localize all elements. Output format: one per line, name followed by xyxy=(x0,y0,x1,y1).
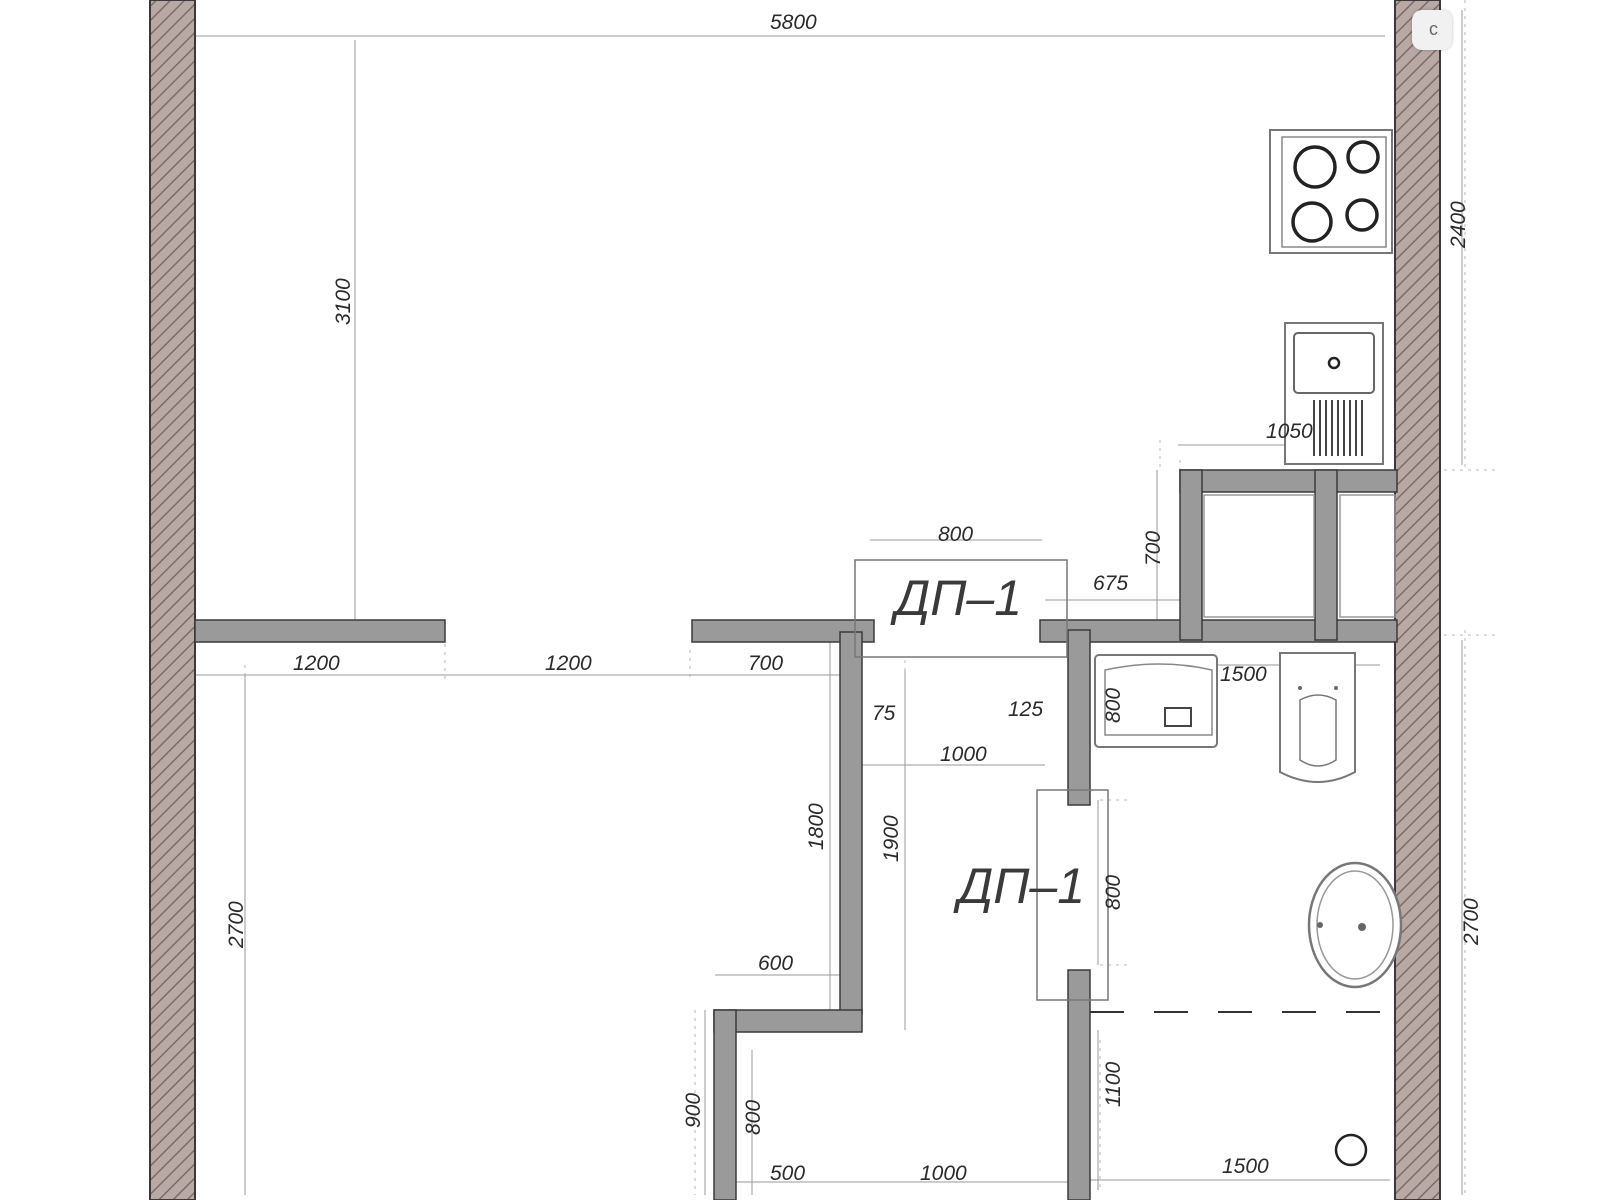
dim-label: 2400 xyxy=(1447,201,1470,249)
kitchen-sink-icon xyxy=(1284,322,1384,465)
dim-label: 1000 xyxy=(920,1162,967,1185)
dimension-labels: 5800 3100 2400 1050 700 800 675 1200 120… xyxy=(225,11,1483,1185)
dim-label: 1200 xyxy=(545,652,592,675)
drain-icon xyxy=(1334,1133,1368,1167)
stove-icon xyxy=(1269,129,1393,254)
badge-text: c xyxy=(1429,19,1438,39)
dim-label: 900 xyxy=(682,1093,705,1128)
opening-tag-hall: ДП–1 xyxy=(953,858,1085,914)
dim-label: 1500 xyxy=(1220,663,1267,686)
dim-label: 1200 xyxy=(293,652,340,675)
dim-label: 1000 xyxy=(940,743,987,766)
dim-label: 2700 xyxy=(225,901,248,949)
door-opening-hall xyxy=(1036,789,1109,1001)
cabinet xyxy=(1203,494,1315,618)
dim-label: 800 xyxy=(1102,875,1125,910)
exterior-wall-left xyxy=(149,0,196,1200)
dim-label: 800 xyxy=(938,523,973,546)
dim-label: 1050 xyxy=(1266,420,1313,443)
dim-label: 2700 xyxy=(1460,898,1483,946)
dim-label: 700 xyxy=(748,652,783,675)
opening-tag-top: ДП–1 xyxy=(890,570,1022,626)
partition-walls xyxy=(194,469,1398,1200)
cabinet xyxy=(1339,494,1396,618)
dim-label: 75 xyxy=(872,702,896,725)
dim-label: 800 xyxy=(1102,688,1125,723)
toilet-icon xyxy=(1279,652,1356,783)
dim-label: 800 xyxy=(742,1100,765,1135)
dim-label: 1500 xyxy=(1222,1155,1269,1178)
dim-label: 125 xyxy=(1008,698,1043,721)
dim-label: 500 xyxy=(770,1162,805,1185)
dim-label: 600 xyxy=(758,952,793,975)
dim-label: 1100 xyxy=(1102,1062,1125,1107)
dim-label: 1900 xyxy=(880,815,903,862)
dim-label: 675 xyxy=(1093,572,1128,595)
exterior-wall-right xyxy=(1394,0,1441,1200)
corner-badge[interactable]: c xyxy=(1412,10,1452,50)
dim-label: 1800 xyxy=(805,803,828,850)
dim-label: 700 xyxy=(1142,531,1165,566)
washbasin-icon xyxy=(1094,654,1218,748)
bath-basin-icon xyxy=(1307,861,1403,989)
door-opening-top xyxy=(854,559,1068,658)
dim-label: 3100 xyxy=(332,278,355,325)
dim-label: 5800 xyxy=(770,11,817,34)
